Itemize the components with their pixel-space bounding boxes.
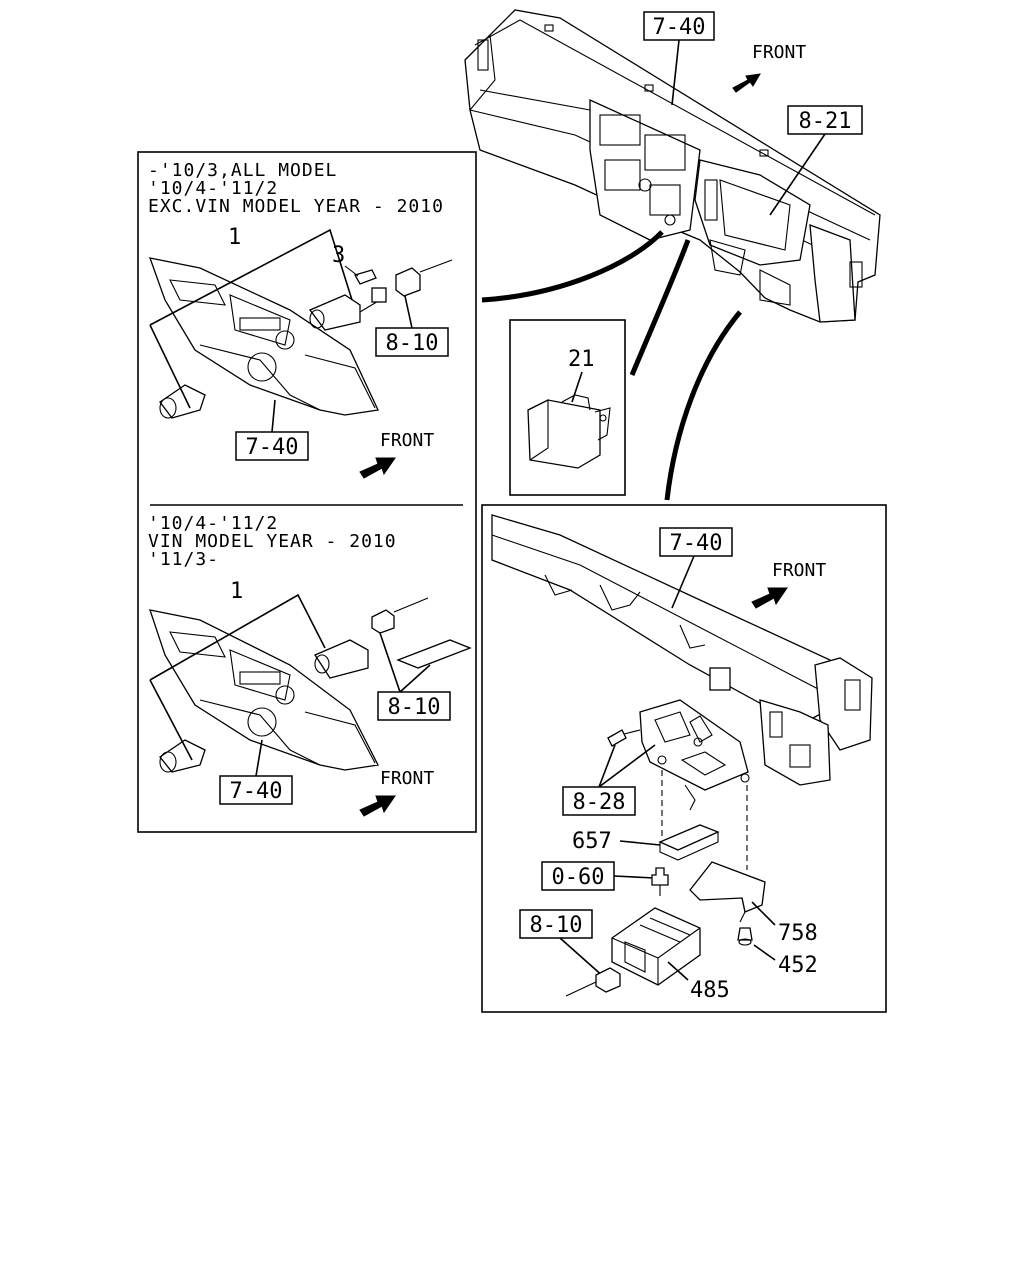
- left-upper-ref-8-10: 8-10: [375, 295, 449, 357]
- left-upper-front-label: FRONT: [380, 430, 434, 451]
- left-lower-front: FRONT: [359, 768, 434, 817]
- right-part-485-label: 485: [690, 978, 730, 1003]
- right-part-657: 657: [572, 824, 720, 861]
- left-upper-note: -'10/3,ALL MODEL '10/4-'11/2 EXC.VIN MOD…: [148, 160, 444, 217]
- left-part-3: 3: [332, 243, 377, 285]
- right-front: FRONT: [751, 560, 826, 609]
- right-part-452: 452: [737, 927, 818, 978]
- top-ref-7-40-label: 7-40: [653, 15, 706, 40]
- left-upper-console: [149, 257, 379, 416]
- top-ref-8-21-label: 8-21: [799, 109, 852, 134]
- left-lower-front-label: FRONT: [380, 768, 434, 789]
- left-lower-ref-7-40-label: 7-40: [230, 779, 283, 804]
- leader-curve-right: [664, 310, 742, 501]
- leader-curve-left: [481, 230, 664, 303]
- right-front-label: FRONT: [772, 560, 826, 581]
- left-lower-knob: [159, 739, 206, 773]
- left-lower-note-line1: '10/4-'11/2: [148, 513, 278, 534]
- top-ref-7-40: 7-40: [643, 11, 715, 106]
- left-upper-ref-8-10-label: 8-10: [386, 331, 439, 356]
- left-lower-note-line3: '11/3-: [148, 549, 219, 570]
- right-ref-7-40-label: 7-40: [670, 531, 723, 556]
- right-ref-8-10-label: 8-10: [530, 913, 583, 938]
- left-lower-connector: [371, 597, 472, 669]
- top-front-arrow: FRONT: [732, 42, 806, 93]
- left-panel-frame: [137, 151, 477, 833]
- right-part-758: 758: [689, 861, 818, 946]
- left-lower-ref-8-10-label: 8-10: [388, 695, 441, 720]
- top-front-label: FRONT: [752, 42, 806, 63]
- part-21-label: 21: [568, 347, 595, 372]
- right-mount-bracket: [607, 699, 750, 811]
- right-panel-frame: [481, 504, 887, 1013]
- right-ref-8-28-label: 8-28: [573, 790, 626, 815]
- left-lower-ref-8-10: 8-10: [377, 632, 451, 721]
- right-ref-8-28: 8-28: [562, 744, 656, 816]
- inset-part-21: 21: [509, 319, 626, 496]
- right-part-485: 485: [611, 907, 730, 1003]
- right-ref-7-40: 7-40: [659, 527, 733, 609]
- left-upper-part-1: 1: [149, 225, 353, 409]
- left-upper-note-line2: '10/4-'11/2: [148, 178, 278, 199]
- top-ref-8-21: 8-21: [769, 105, 863, 216]
- right-part-452-label: 452: [778, 953, 818, 978]
- left-upper-knob: [159, 384, 206, 419]
- left-upper-switch: [308, 287, 387, 331]
- left-lower-ref-7-40: 7-40: [219, 739, 293, 805]
- leader-curve-inset: [629, 239, 691, 376]
- left-lower-part-1: 1: [149, 579, 326, 761]
- left-upper-front: FRONT: [359, 430, 434, 479]
- right-part-758-label: 758: [778, 921, 818, 946]
- left-lower-note-line2: VIN MODEL YEAR - 2010: [148, 531, 397, 552]
- right-part-657-label: 657: [572, 829, 612, 854]
- left-lower-note: '10/4-'11/2 VIN MODEL YEAR - 2010 '11/3-: [148, 513, 397, 570]
- right-ref-0-60-label: 0-60: [552, 865, 605, 890]
- left-upper-ref-7-40: 7-40: [235, 399, 309, 461]
- left-lower-part-1-label: 1: [230, 579, 243, 604]
- left-lower-console: [149, 609, 379, 771]
- left-upper-ref-7-40-label: 7-40: [246, 435, 299, 460]
- right-ref-0-60: 0-60: [541, 861, 669, 896]
- left-upper-note-line3: EXC.VIN MODEL YEAR - 2010: [148, 196, 444, 217]
- left-upper-part-1-label: 1: [228, 225, 241, 250]
- left-lower-switch: [314, 639, 369, 679]
- left-upper-connector: [395, 259, 453, 297]
- right-cross-beam: [491, 514, 873, 786]
- left-upper-note-line1: -'10/3,ALL MODEL: [148, 160, 337, 181]
- right-ref-8-10: 8-10: [519, 909, 621, 997]
- dashboard-assembly: [464, 9, 881, 323]
